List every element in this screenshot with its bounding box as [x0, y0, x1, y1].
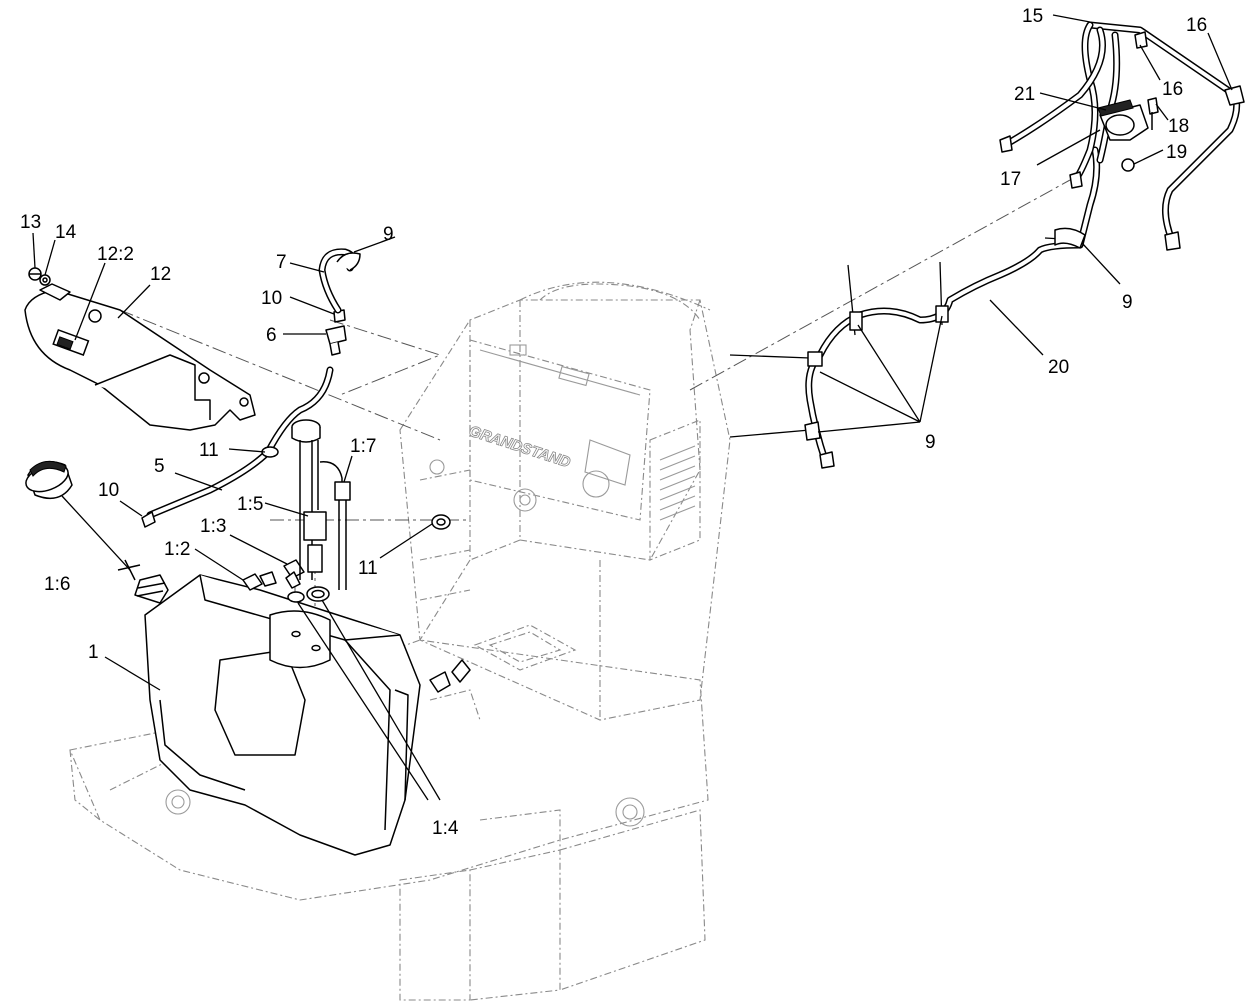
callout-10-a: 10: [261, 288, 282, 309]
grommet-1-4: [287, 586, 330, 603]
valve-part-6: [325, 325, 347, 356]
grandstand-decal: GRANDSTAND: [467, 423, 573, 472]
callout-1-2: 1:2: [164, 539, 190, 560]
callout-18: 18: [1168, 116, 1189, 137]
fitting-1-2: [242, 571, 277, 591]
callout-5: 5: [154, 456, 165, 477]
callout-11-a: 11: [199, 440, 219, 461]
elbow-fitting-1-3: [283, 559, 305, 589]
leader-lines: [32, 14, 1233, 801]
clamp-part-9-a: [336, 252, 361, 271]
callout-6: 6: [266, 325, 277, 346]
fuel-tank-part-1: [134, 574, 471, 856]
callout-12: 12: [150, 264, 171, 285]
callout-labels: 13 14 12:2 12 7 9 10 6 11 1:7 5 10 1:5 1…: [20, 6, 1207, 839]
callout-1-7: 1:7: [350, 436, 376, 457]
callout-9-c: 9: [925, 432, 936, 453]
callout-11-b: 11: [358, 558, 378, 579]
bolt-part-18: [1147, 97, 1159, 130]
fuel-cap-1-6: [25, 460, 141, 581]
callout-20: 20: [1048, 357, 1069, 378]
callout-16-b: 16: [1162, 79, 1183, 100]
callout-10-b: 10: [98, 480, 119, 501]
nut-part-19: [1121, 158, 1135, 172]
washer-14: [39, 274, 51, 286]
clip-part-21: [1097, 99, 1134, 117]
callout-1: 1: [88, 642, 99, 663]
callout-15: 15: [1022, 6, 1043, 27]
top-hose-assembly: [999, 21, 1245, 251]
fuel-sender-1-5: [291, 419, 327, 580]
cover-part-12: [24, 283, 256, 431]
callout-17: 17: [1000, 169, 1021, 190]
pickup-tube-1-7: [319, 461, 351, 590]
callout-1-4: 1:4: [432, 818, 459, 839]
grommet-11-b: [431, 514, 451, 530]
callout-1-5: 1:5: [237, 494, 263, 515]
callout-1-3: 1:3: [200, 516, 226, 537]
callout-12-2: 12:2: [97, 244, 134, 265]
callout-7: 7: [276, 252, 287, 273]
callout-9-b: 9: [1122, 292, 1133, 313]
callout-14: 14: [55, 222, 77, 243]
callout-16-a: 16: [1186, 15, 1207, 36]
callout-21: 21: [1014, 84, 1035, 105]
hose-part-5: [141, 366, 334, 528]
callout-13: 13: [20, 212, 41, 233]
callout-1-6: 1:6: [44, 574, 70, 595]
callout-9-a: 9: [383, 224, 394, 245]
callout-19: 19: [1166, 142, 1187, 163]
nut-13: [28, 267, 42, 281]
